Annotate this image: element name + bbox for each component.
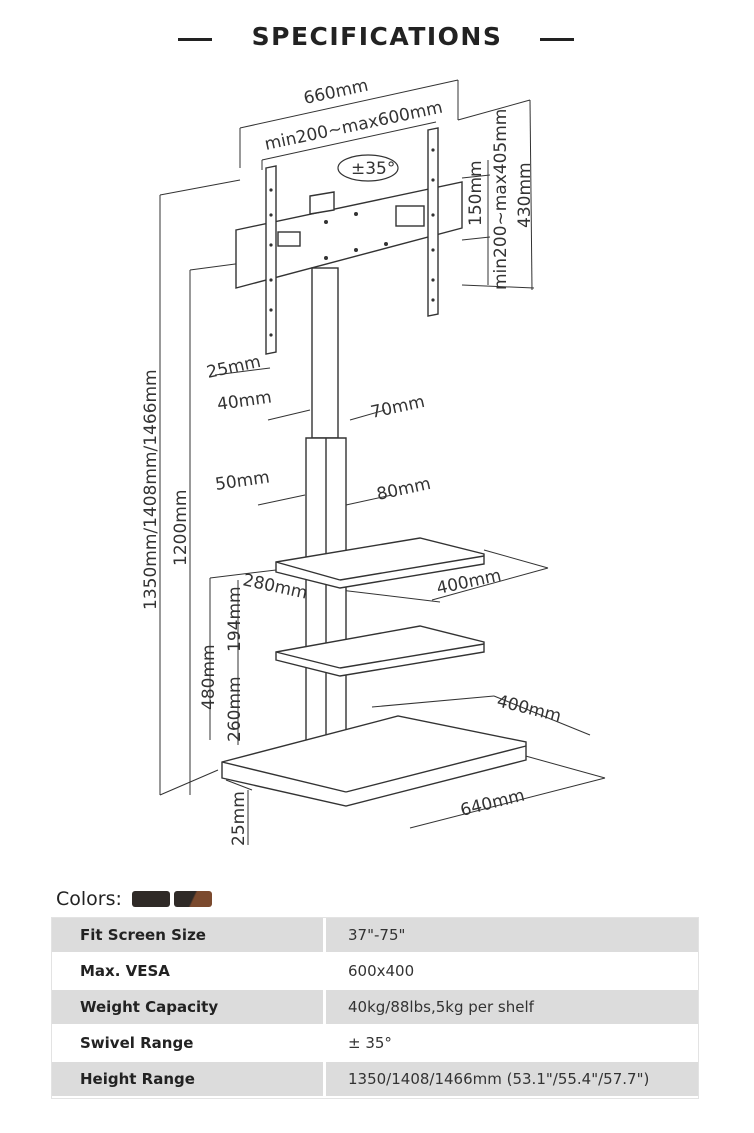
- dim-vesa-height: min200~max405mm: [491, 109, 511, 290]
- spec-key: Weight Capacity: [52, 989, 326, 1026]
- spec-value: 1350/1408/1466mm (53.1"/55.4"/57.7"): [324, 1061, 698, 1098]
- lower-shelf: [275, 625, 485, 677]
- table-row: Max. VESA 600x400: [52, 953, 698, 990]
- dim-lower-pole-depth: 80mm: [375, 474, 433, 505]
- spec-key: Fit Screen Size: [52, 918, 326, 954]
- dim-bracket-offset: 150mm: [466, 160, 486, 226]
- dim-upper-pole-width: 40mm: [216, 388, 273, 415]
- dim-base-depth: 400mm: [495, 691, 563, 726]
- spec-value: 40kg/88lbs,5kg per shelf: [324, 989, 698, 1026]
- color-swatch-walnut[interactable]: [173, 891, 212, 907]
- dimension-lines: [159, 79, 606, 845]
- table-row: Swivel Range ± 35°: [52, 1025, 698, 1062]
- dim-lower-shelf-height: 260mm: [225, 676, 245, 742]
- dim-plate-depth: 25mm: [205, 352, 263, 383]
- dim-overall-width: 660mm: [302, 76, 370, 109]
- dim-shelf-stack: 480mm: [199, 644, 219, 710]
- spec-value: ± 35°: [324, 1025, 698, 1062]
- table-row: Fit Screen Size 37"-75": [52, 918, 698, 954]
- section-header: SPECIFICATIONS: [0, 18, 754, 62]
- dim-upper-pole-depth: 70mm: [369, 392, 427, 423]
- spec-value: 600x400: [324, 953, 698, 990]
- table-row: Weight Capacity 40kg/88lbs,5kg per shelf: [52, 989, 698, 1026]
- spec-key: Height Range: [52, 1061, 326, 1098]
- spec-value: 37"-75": [324, 918, 698, 954]
- colors-label: Colors:: [56, 888, 122, 910]
- header-rule-left: [178, 38, 212, 41]
- upper-shelf: [275, 537, 485, 589]
- dim-pole-height: 1200mm: [171, 490, 191, 566]
- dim-shelf-gap: 194mm: [225, 586, 245, 652]
- base-plate: [221, 715, 527, 807]
- dim-base-width: 640mm: [458, 786, 526, 821]
- color-options: Colors:: [56, 886, 216, 912]
- spec-table: Fit Screen Size 37"-75" Max. VESA 600x40…: [51, 917, 699, 1099]
- dimension-diagram: 660mm min200~max600mm ±35° 150mm min200~…: [141, 76, 606, 846]
- spec-key: Max. VESA: [52, 953, 326, 990]
- dim-lower-pole-width: 50mm: [214, 468, 271, 495]
- dim-swivel: ±35°: [351, 159, 395, 179]
- tv-bracket: [235, 127, 463, 355]
- dim-base-thickness: 25mm: [229, 791, 249, 846]
- header-rule-right: [540, 38, 574, 41]
- table-row: Height Range 1350/1408/1466mm (53.1"/55.…: [52, 1061, 698, 1098]
- dim-total-height: 1350mm/1408mm/1466mm: [141, 369, 161, 610]
- color-swatch-black[interactable]: [131, 891, 170, 907]
- dim-bracket-height: 430mm: [515, 162, 535, 228]
- spec-key: Swivel Range: [52, 1025, 326, 1062]
- section-title: SPECIFICATIONS: [251, 22, 503, 51]
- swivel-indicator: [337, 154, 399, 182]
- bracket-holes: [269, 148, 435, 337]
